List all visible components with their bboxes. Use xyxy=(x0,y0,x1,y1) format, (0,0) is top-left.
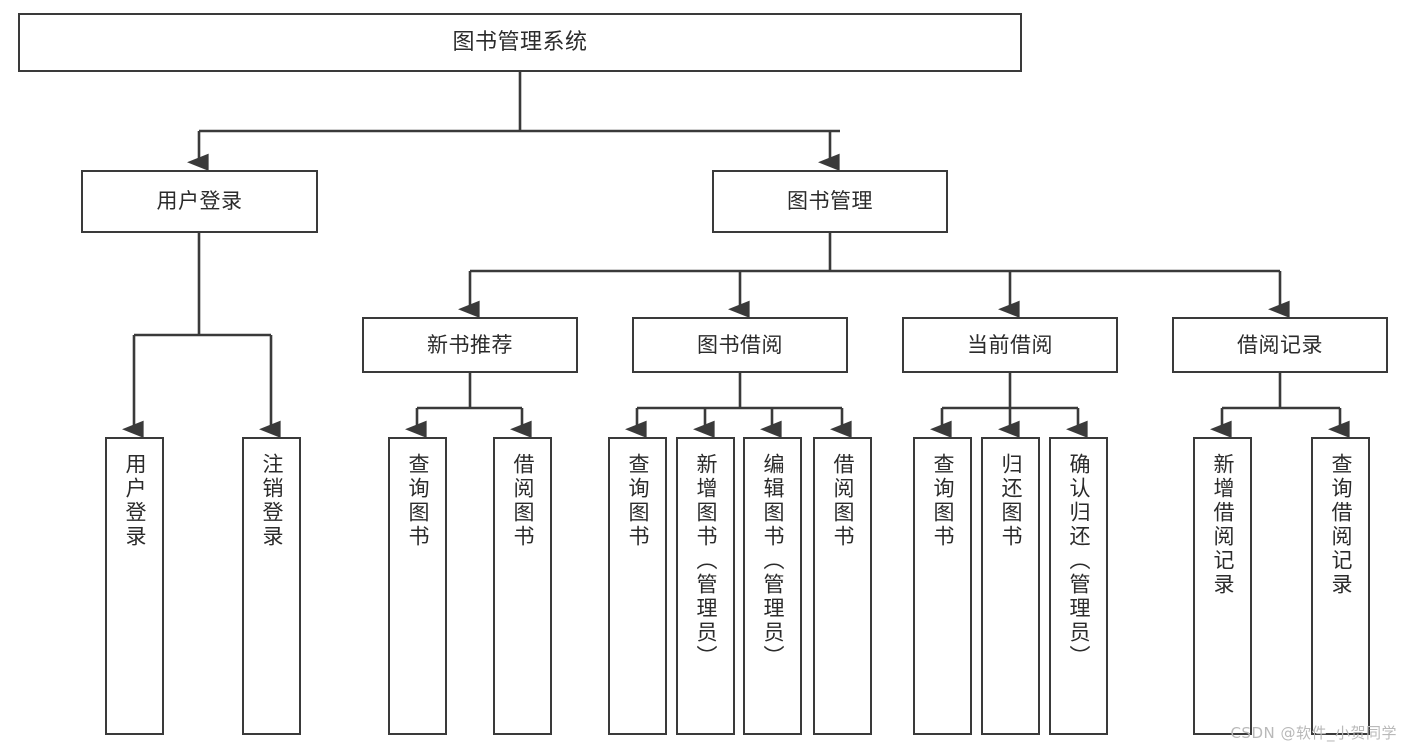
csdn-watermark: CSDN @软件_小贺同学 xyxy=(1230,724,1397,742)
node-borrow-record[interactable]: 借阅记录 xyxy=(1172,317,1388,373)
node-label: 借阅图书 xyxy=(511,453,535,549)
leaf-user-login-login[interactable]: 用户登录 xyxy=(105,437,164,735)
node-label: 图书管理系统 xyxy=(452,29,588,55)
leaf-borrow-record-query[interactable]: 查询借阅记录 xyxy=(1311,437,1370,735)
leaf-current-borrow-return[interactable]: 归还图书 xyxy=(981,437,1040,735)
node-root-system[interactable]: 图书管理系统 xyxy=(18,13,1022,72)
node-label: 借阅图书 xyxy=(831,453,855,549)
leaf-book-borrow-query[interactable]: 查询图书 xyxy=(608,437,667,735)
node-label: 用户登录 xyxy=(156,189,243,214)
node-label: 查询图书 xyxy=(626,453,650,549)
node-book-management[interactable]: 图书管理 xyxy=(712,170,948,233)
node-label: 图书借阅 xyxy=(697,332,783,357)
leaf-book-borrow-borrow[interactable]: 借阅图书 xyxy=(813,437,872,735)
node-new-book-recommend[interactable]: 新书推荐 xyxy=(362,317,578,373)
node-book-borrow[interactable]: 图书借阅 xyxy=(632,317,848,373)
leaf-new-book-borrow[interactable]: 借阅图书 xyxy=(493,437,552,735)
node-label: 查询图书 xyxy=(406,453,430,549)
leaf-book-borrow-edit[interactable]: 编辑图书（管理员） xyxy=(743,437,802,735)
leaf-user-login-logout[interactable]: 注销登录 xyxy=(242,437,301,735)
node-label: 用户登录 xyxy=(123,453,147,549)
node-user-login[interactable]: 用户登录 xyxy=(81,170,318,233)
node-current-borrow[interactable]: 当前借阅 xyxy=(902,317,1118,373)
leaf-book-borrow-add[interactable]: 新增图书（管理员） xyxy=(676,437,735,735)
leaf-borrow-record-add[interactable]: 新增借阅记录 xyxy=(1193,437,1252,735)
node-label: 当前借阅 xyxy=(967,332,1053,357)
node-label: 查询借阅记录 xyxy=(1329,453,1353,597)
node-label: 确认归还（管理员） xyxy=(1067,453,1091,669)
leaf-new-book-query[interactable]: 查询图书 xyxy=(388,437,447,735)
node-label: 新书推荐 xyxy=(427,332,513,357)
leaf-current-borrow-confirm[interactable]: 确认归还（管理员） xyxy=(1049,437,1108,735)
node-label: 编辑图书（管理员） xyxy=(761,453,785,669)
node-label: 归还图书 xyxy=(999,453,1023,549)
leaf-current-borrow-query[interactable]: 查询图书 xyxy=(913,437,972,735)
node-label: 借阅记录 xyxy=(1237,332,1323,357)
node-label: 图书管理 xyxy=(787,189,873,214)
node-label: 新增借阅记录 xyxy=(1211,453,1235,597)
node-label: 注销登录 xyxy=(260,453,284,549)
node-label: 查询图书 xyxy=(931,453,955,549)
node-label: 新增图书（管理员） xyxy=(694,453,718,669)
